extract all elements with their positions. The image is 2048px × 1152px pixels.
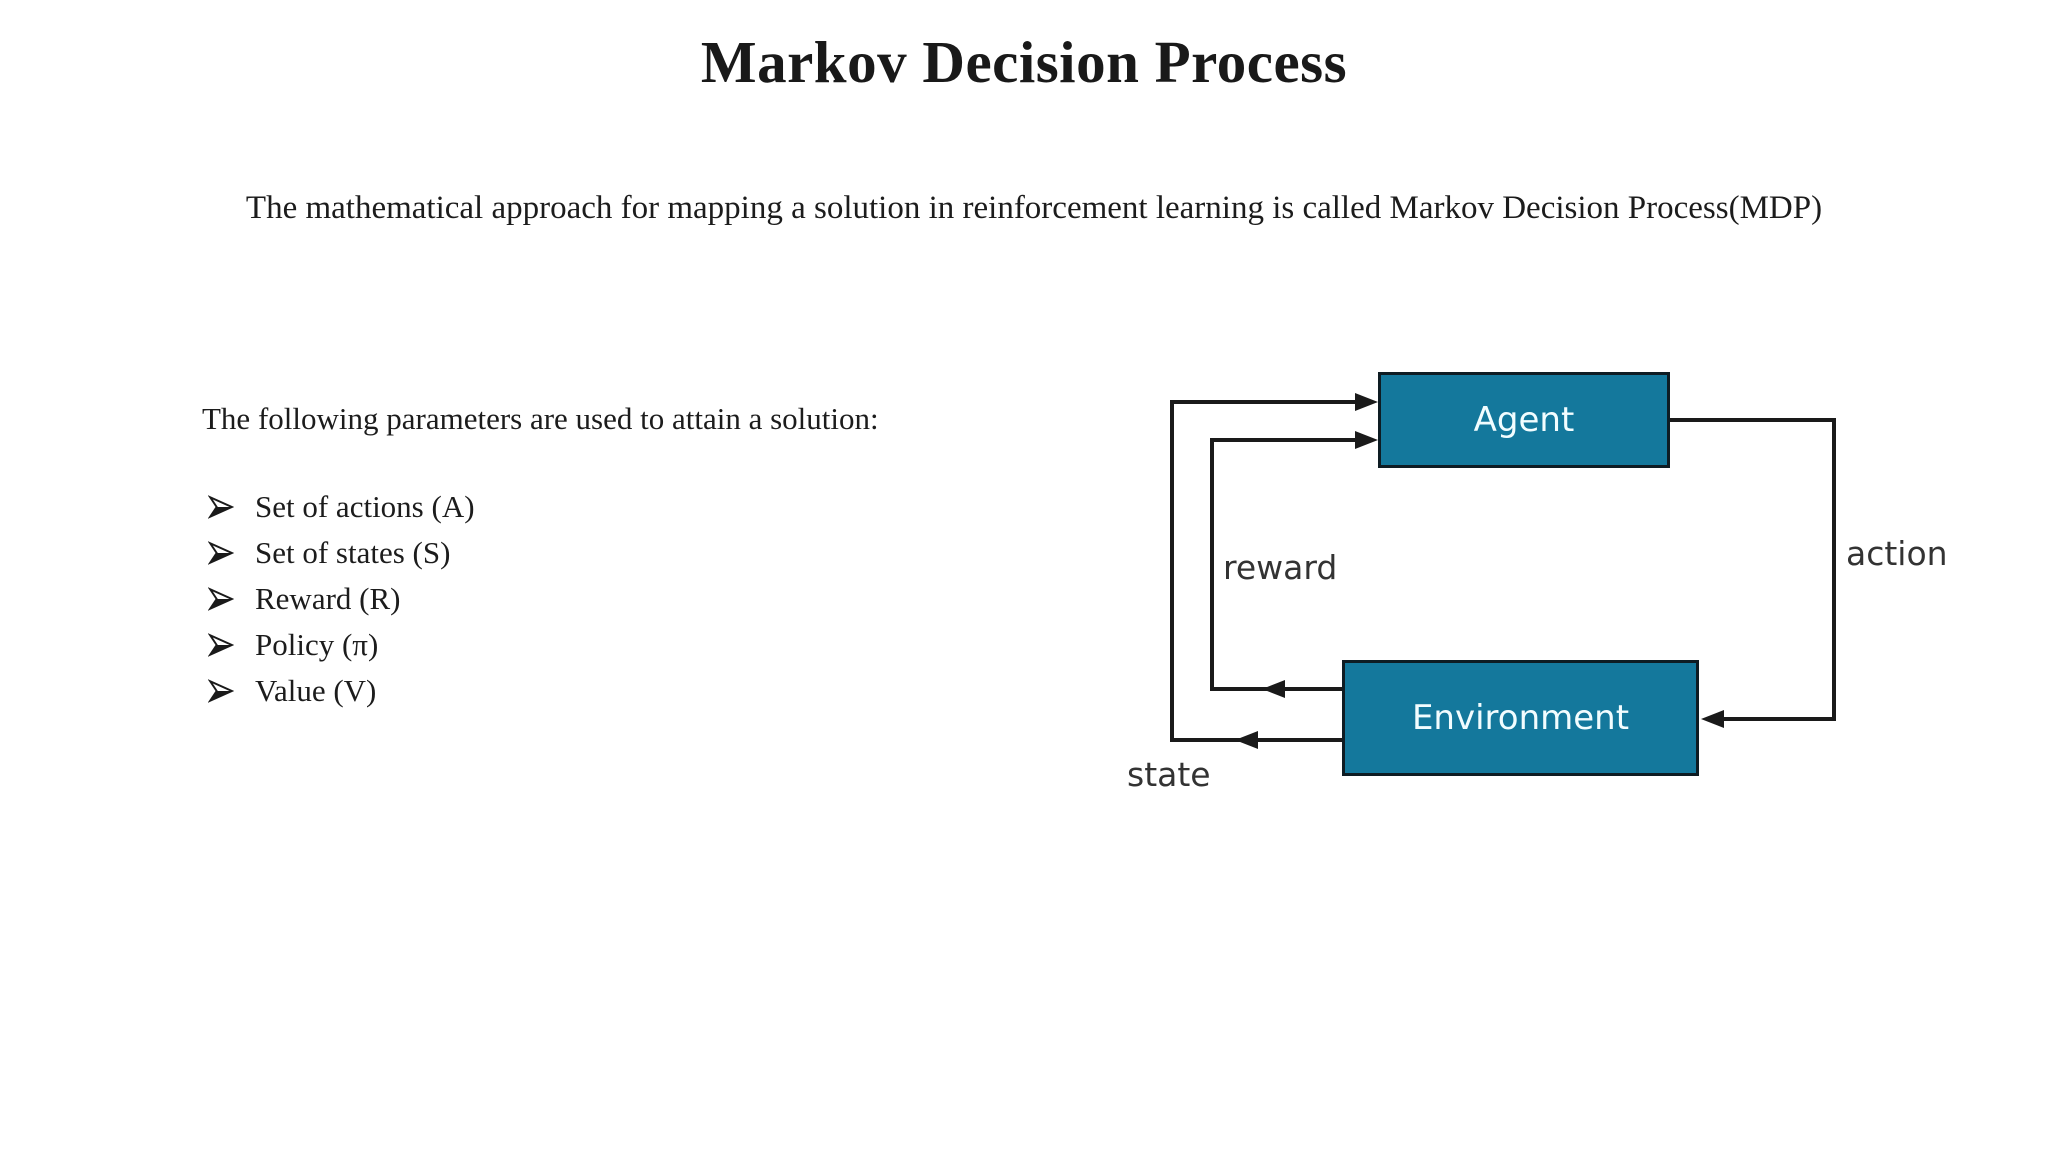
- action-edge-label: action: [1846, 534, 1948, 573]
- diagram-connectors: [1170, 393, 1836, 749]
- parameters-list: Set of actions (A) Set of states (S) Rew…: [202, 484, 1162, 714]
- arrow-bullet-icon: [208, 679, 234, 703]
- list-item: Value (V): [208, 668, 1162, 714]
- state-out-arrowhead: [1235, 731, 1258, 749]
- list-item-label: Set of states (S): [255, 535, 451, 570]
- environment-box-label: Environment: [1411, 698, 1630, 738]
- list-item: Set of actions (A): [208, 484, 1162, 530]
- environment-box: Environment: [1342, 660, 1699, 776]
- arrow-bullet-icon: [208, 587, 234, 611]
- list-item-label: Policy (π): [255, 627, 379, 662]
- list-item-label: Set of actions (A): [255, 489, 475, 524]
- page-title: Markov Decision Process: [700, 29, 1348, 95]
- arrow-bullet-icon: [208, 633, 234, 657]
- reward-arrowhead: [1355, 431, 1378, 449]
- mdp-loop-diagram: Agent Environment reward state action: [1120, 340, 2020, 840]
- list-item: Policy (π): [208, 622, 1162, 668]
- arrow-bullet-icon: [208, 541, 234, 565]
- reward-edge-label: reward: [1223, 548, 1338, 587]
- list-item: Set of states (S): [208, 530, 1162, 576]
- action-arrowhead: [1701, 710, 1724, 728]
- arrow-bullet-icon: [208, 495, 234, 519]
- state-edge-label: state: [1127, 755, 1211, 794]
- parameters-section: The following parameters are used to att…: [202, 400, 1162, 714]
- list-item: Reward (R): [208, 576, 1162, 622]
- reward-out-arrowhead: [1262, 680, 1285, 698]
- list-item-label: Reward (R): [255, 581, 401, 616]
- list-item-label: Value (V): [255, 673, 377, 708]
- agent-box-label: Agent: [1473, 400, 1575, 440]
- parameters-heading: The following parameters are used to att…: [202, 401, 879, 436]
- subtitle-text: The mathematical approach for mapping a …: [245, 190, 1823, 226]
- state-arrowhead: [1355, 393, 1378, 411]
- agent-box: Agent: [1378, 372, 1670, 468]
